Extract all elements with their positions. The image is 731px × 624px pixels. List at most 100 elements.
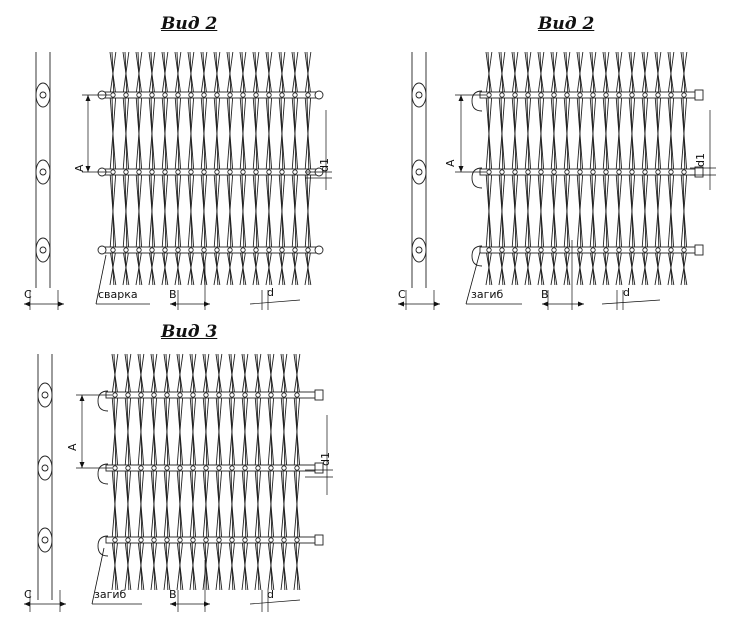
view-3-dim-b: B xyxy=(169,588,177,601)
spiral-wire xyxy=(487,171,491,251)
spiral-wire xyxy=(269,394,273,469)
spiral-loop xyxy=(110,92,116,98)
spiral-wire xyxy=(217,394,221,469)
spiral-wire xyxy=(111,249,115,286)
spiral-loop xyxy=(214,169,220,175)
spiral-wire xyxy=(282,353,286,396)
spiral-loop xyxy=(564,92,570,98)
spiral-wire xyxy=(630,94,634,173)
spiral-loop xyxy=(577,92,583,98)
callout-leader xyxy=(465,251,481,305)
dim-arrow xyxy=(58,301,64,307)
spiral-wire xyxy=(165,539,169,591)
spiral-wire xyxy=(682,51,686,96)
spiral-wire xyxy=(539,171,543,251)
spiral-loop xyxy=(123,169,129,175)
spiral-wire xyxy=(513,171,517,251)
spiral-wire xyxy=(202,94,206,173)
spiral-wire xyxy=(126,353,130,396)
spiral-wire xyxy=(578,94,582,173)
spiral-loop xyxy=(138,537,144,543)
spiral-wire xyxy=(137,249,141,286)
spiral-wire xyxy=(163,171,167,251)
spiral-loop xyxy=(668,169,674,175)
spiral-wire xyxy=(111,51,115,96)
spiral-loop xyxy=(281,465,287,471)
spiral-wire xyxy=(215,94,219,173)
spiral-wire xyxy=(656,249,660,286)
dim-arrow xyxy=(24,301,30,307)
spiral-wire xyxy=(217,353,221,396)
spiral-wire xyxy=(139,353,143,396)
spiral-loop xyxy=(203,392,209,398)
spiral-loop xyxy=(681,92,687,98)
spiral-loop xyxy=(255,465,261,471)
spiral-loop xyxy=(203,465,209,471)
spiral-wire xyxy=(295,539,299,591)
spiral-wire xyxy=(604,51,608,96)
spiral-wire xyxy=(139,467,143,541)
spiral-wire xyxy=(282,539,286,591)
callout-leader xyxy=(91,547,105,605)
spiral-wire xyxy=(526,171,530,251)
dim-arrow xyxy=(204,301,210,307)
rod-end xyxy=(314,462,324,474)
spiral-wire xyxy=(241,249,245,286)
spiral-loop xyxy=(642,169,648,175)
spiral-wire xyxy=(137,94,141,173)
spiral-wire xyxy=(163,94,167,173)
spiral-loop xyxy=(525,169,531,175)
spiral-wire xyxy=(526,51,530,96)
spiral-wire xyxy=(241,94,245,173)
spiral-loop xyxy=(305,92,311,98)
spiral-wire xyxy=(578,171,582,251)
spiral-wire xyxy=(269,353,273,396)
spiral-loop xyxy=(151,537,157,543)
spiral-wire xyxy=(500,171,504,251)
dim-arrow xyxy=(79,395,85,401)
spiral-wire xyxy=(267,171,271,251)
spiral-wire xyxy=(267,249,271,286)
spiral-wire xyxy=(152,353,156,396)
rod-bend xyxy=(471,245,483,267)
spiral-loop xyxy=(551,169,557,175)
spiral-wire xyxy=(280,171,284,251)
spiral-wire xyxy=(137,171,141,251)
spiral-loop xyxy=(164,537,170,543)
rod-bend xyxy=(471,90,483,112)
spiral-wire xyxy=(139,539,143,591)
dim-line xyxy=(601,299,661,305)
view-3-dim-d: d xyxy=(267,588,274,601)
rod-bend xyxy=(97,535,109,557)
spiral-loop xyxy=(112,392,118,398)
rod-end xyxy=(314,534,324,546)
spiral-wire xyxy=(656,94,660,173)
view-2-dim-d1: d1 xyxy=(694,153,707,167)
spiral-wire xyxy=(191,539,195,591)
spiral-wire xyxy=(150,171,154,251)
spiral-wire xyxy=(487,51,491,96)
spiral-loop xyxy=(268,537,274,543)
spiral-loop xyxy=(110,169,116,175)
spiral-wire xyxy=(243,353,247,396)
spiral-loop xyxy=(538,169,544,175)
spiral-wire xyxy=(280,249,284,286)
spiral-loop xyxy=(538,92,544,98)
dim-arrow xyxy=(170,301,176,307)
spiral-wire xyxy=(126,467,130,541)
spiral-wire xyxy=(152,394,156,469)
spiral-loop xyxy=(227,92,233,98)
spiral-wire xyxy=(617,249,621,286)
spiral-wire xyxy=(176,249,180,286)
spiral-wire xyxy=(617,94,621,173)
spiral-loop xyxy=(229,465,235,471)
dim-arrow xyxy=(24,601,30,607)
spiral-loop xyxy=(681,247,687,253)
spiral-loop xyxy=(668,92,674,98)
spiral-wire xyxy=(228,171,232,251)
spiral-wire xyxy=(630,249,634,286)
spiral-wire xyxy=(189,94,193,173)
spiral-loop xyxy=(216,537,222,543)
spiral-wire xyxy=(552,51,556,96)
spiral-wire xyxy=(565,171,569,251)
